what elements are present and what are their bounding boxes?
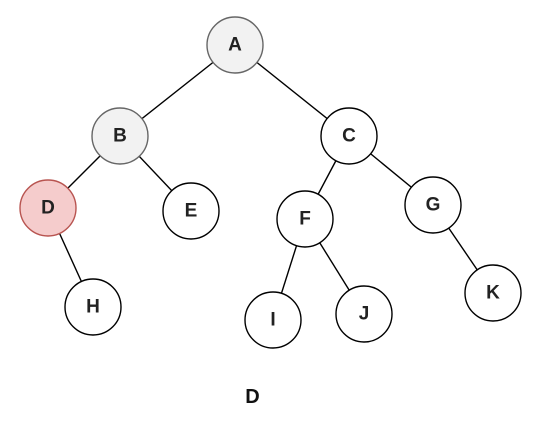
tree-node-f: F — [276, 190, 334, 248]
node-circle-h — [64, 278, 122, 336]
tree-node-a: A — [206, 16, 264, 74]
node-label-k: K — [486, 283, 500, 304]
tree-node-e: E — [162, 182, 220, 240]
node-label-e: E — [185, 201, 198, 222]
node-circle-f — [276, 190, 334, 248]
node-label-d: D — [41, 198, 55, 219]
tree-node-b: B — [91, 107, 149, 165]
node-circle-c — [320, 107, 378, 165]
node-label-a: A — [228, 35, 242, 56]
node-circle-b — [91, 107, 149, 165]
node-circle-d — [19, 179, 77, 237]
node-label-j: J — [359, 304, 370, 325]
node-circle-a — [206, 16, 264, 74]
node-circle-e — [162, 182, 220, 240]
node-circle-g — [404, 176, 462, 234]
tree-nodes: A B C D E F G H I J K — [19, 16, 522, 349]
node-label-g: G — [426, 195, 441, 216]
tree-node-c: C — [320, 107, 378, 165]
tree-node-d: D — [19, 179, 77, 237]
traversal-caption: D — [245, 386, 260, 408]
node-circle-i — [244, 291, 302, 349]
tree-node-g: G — [404, 176, 462, 234]
tree-node-j: J — [335, 285, 393, 343]
tree-node-h: H — [64, 278, 122, 336]
node-label-h: H — [86, 297, 100, 318]
node-label-i: I — [270, 310, 275, 331]
node-label-f: F — [299, 209, 311, 230]
node-label-c: C — [342, 126, 356, 147]
node-circle-k — [464, 264, 522, 322]
node-label-b: B — [113, 126, 127, 147]
tree-node-i: I — [244, 291, 302, 349]
node-circle-j — [335, 285, 393, 343]
tree-node-k: K — [464, 264, 522, 322]
